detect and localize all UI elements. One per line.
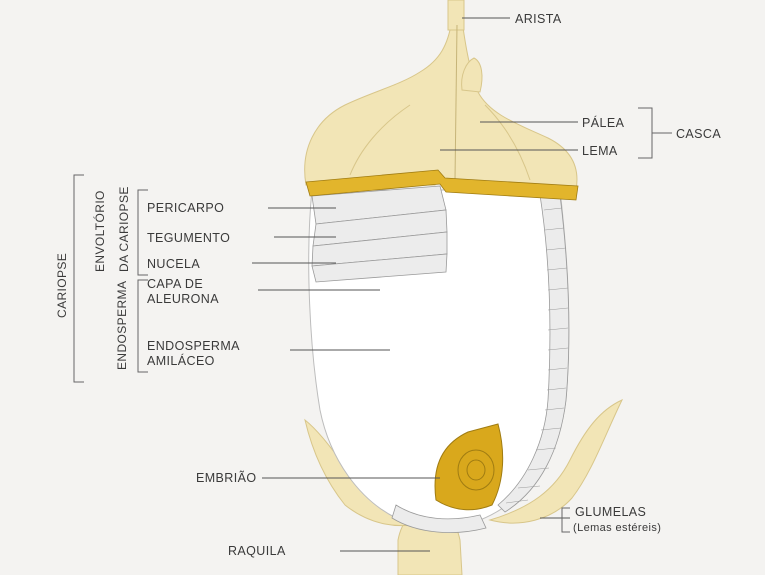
label-raquila: RAQUILA [228,544,286,558]
label-casca: CASCA [676,127,721,141]
label-lemas-estereis: (Lemas estéreis) [573,522,661,534]
label-palea: PÁLEA [582,115,625,130]
label-embriao: EMBRIÃO [196,471,256,485]
label-capa-line2: ALEURONA [147,292,219,306]
label-arista: ARISTA [515,12,562,26]
label-envoltorio-line2: DA CARIOPSE [117,186,131,272]
label-nucela: NUCELA [147,257,200,271]
label-pericarpo: PERICARPO [147,201,224,215]
casca-husk [305,20,577,190]
label-endosperma-group: ENDOSPERMA [115,281,129,370]
label-cariopse: CARIOPSE [55,253,69,318]
grain-layers [312,186,447,282]
label-lema: LEMA [582,144,618,158]
label-endo-line1: ENDOSPERMA [147,339,240,353]
label-endo-line2: AMILÁCEO [147,353,215,368]
label-tegumento: TEGUMENTO [147,231,230,245]
label-capa-line1: CAPA DE [147,277,203,291]
label-glumelas: GLUMELAS [575,505,646,519]
arista-awn [448,0,464,30]
label-envoltorio-line1: ENVOLTÓRIO [92,190,107,272]
